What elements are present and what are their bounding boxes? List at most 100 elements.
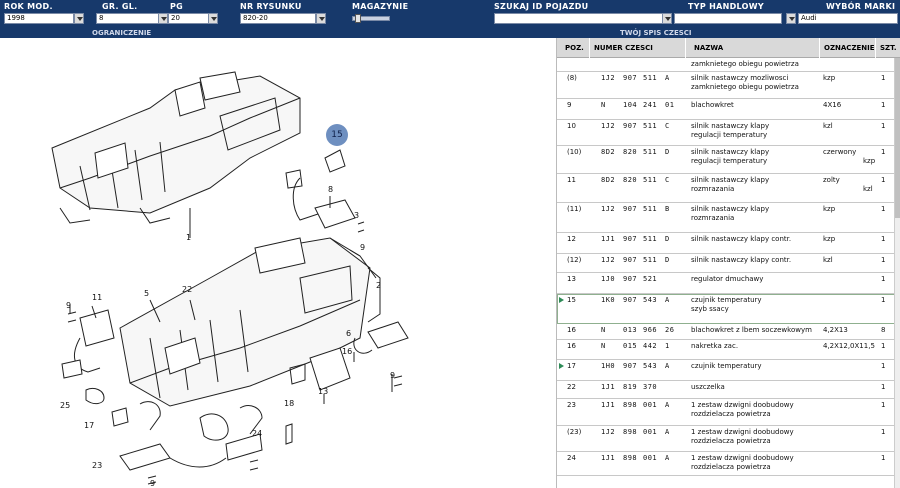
typ-handlowy-select[interactable] (674, 13, 782, 24)
cell-name: regulator dmuchawy (691, 275, 764, 283)
cell-poz: (12) (567, 256, 582, 264)
callout-9-upper[interactable]: 9 (360, 243, 366, 252)
callout-2[interactable]: 2 (376, 281, 382, 290)
callout-5[interactable]: 5 (144, 289, 150, 298)
filter-bar: ROK MOD. 1998 GR. GL. 8 PG 20 NR RYSUNKU… (0, 0, 900, 28)
cell-part-number: 442 (643, 342, 658, 350)
pg-select[interactable]: 20 (168, 13, 210, 24)
col-header-nazwa[interactable]: NAZWA (685, 38, 723, 58)
col-header-poz[interactable]: POZ. (565, 44, 584, 52)
cell-part-suffix: A (665, 296, 670, 304)
cell-poz: 9 (567, 101, 572, 109)
cell-part-number: 511 (643, 122, 658, 130)
callout-18[interactable]: 18 (284, 399, 295, 408)
callout-1[interactable]: 1 (186, 233, 192, 242)
cell-part-group: 820 (623, 148, 638, 156)
cell-part-number: 966 (643, 326, 658, 334)
cell-part-number: 511 (643, 256, 658, 264)
filter-nr-rysunku: NR RYSUNKU 820-20 (240, 0, 330, 28)
callout-23[interactable]: 23 (92, 461, 103, 470)
callout-11[interactable]: 11 (92, 293, 103, 302)
cell-part-group: 819 (623, 383, 638, 391)
cell-part-prefix: 1J1 (601, 454, 616, 462)
callout-6[interactable]: 6 (346, 329, 352, 338)
callout-3[interactable]: 3 (354, 211, 360, 220)
cell-part-group: 907 (623, 205, 638, 213)
scrollbar-thumb[interactable] (895, 58, 900, 218)
section-spis-czesci: TWÓJ SPIS CZESCI (620, 29, 692, 37)
callout-25[interactable]: 25 (60, 401, 71, 410)
col-header-szt[interactable]: SZT. (875, 38, 897, 58)
cell-name: 1 zestaw dzwigni doobudowy (691, 401, 794, 409)
cell-name: czujnik temperatury (691, 296, 762, 304)
slider-thumb[interactable] (355, 14, 361, 23)
table-row[interactable]: zamknietego obiegu powietrza (557, 58, 900, 72)
callout-24[interactable]: 24 (252, 429, 263, 438)
cell-part-group: 907 (623, 74, 638, 82)
callout-16[interactable]: 16 (342, 347, 353, 356)
chevron-down-icon[interactable] (158, 13, 168, 24)
cell-part-suffix: A (665, 362, 670, 370)
parts-table-header: POZ. NUMER CZESCI NAZWA OZNACZENIE SZT. (557, 38, 900, 58)
cell-part-number: 511 (643, 205, 658, 213)
callout-13[interactable]: 13 (318, 387, 329, 396)
wybor-marki-select[interactable]: Audi (798, 13, 898, 24)
cell-name: silnik nastawczy klapy (691, 122, 770, 130)
callout-22[interactable]: 22 (182, 285, 193, 294)
callout-9-bottom[interactable]: 9 (150, 479, 156, 488)
cell-name-line2: regulacji temperatury (691, 157, 768, 165)
cell-oznaczenie: kzp (823, 205, 836, 213)
callout-15-highlighted[interactable]: 15 (326, 124, 348, 146)
szukaj-input[interactable] (494, 13, 664, 24)
cell-oznaczenie: kzl (823, 256, 833, 264)
cell-name: silnik nastawczy klapy (691, 148, 770, 156)
cell-part-number: 543 (643, 296, 658, 304)
chevron-down-icon[interactable] (316, 13, 326, 24)
chevron-down-icon[interactable] (74, 13, 84, 24)
callout-17[interactable]: 17 (84, 421, 95, 430)
cell-name: uszczelka (691, 383, 725, 391)
gr-gl-select[interactable]: 8 (96, 13, 160, 24)
col-header-numer[interactable]: NUMER CZESCI (589, 38, 653, 58)
cell-name-line2: regulacji temperatury (691, 131, 768, 139)
callout-8[interactable]: 8 (328, 185, 334, 194)
cell-part-prefix: 1J1 (601, 235, 616, 243)
filter-pg: PG 20 (166, 0, 218, 28)
table-scrollbar[interactable] (894, 58, 900, 488)
chevron-down-icon[interactable] (208, 13, 218, 24)
filter-typ-handlowy: TYP HANDLOWY (662, 0, 788, 28)
magazynie-slider[interactable] (352, 14, 390, 23)
cell-name: silnik nastawczy klapy (691, 176, 770, 184)
chevron-down-icon[interactable] (786, 13, 796, 24)
cell-name: nakretka zac. (691, 342, 739, 350)
col-header-oznaczenie[interactable]: OZNACZENIE (819, 38, 875, 58)
chevron-down-icon[interactable] (662, 13, 672, 24)
cell-name: silnik nastawczy mozliwosci (691, 74, 789, 82)
diagram-drawing (51, 71, 409, 485)
nr-rysunku-select[interactable]: 820-20 (240, 13, 316, 24)
cell-part-number: 511 (643, 176, 658, 184)
filter-wybor-marki: WYBÓR MARKI Audi (786, 0, 900, 28)
rok-mod-select[interactable]: 1998 (4, 13, 74, 24)
callout-9-right[interactable]: 9 (390, 371, 396, 380)
callout-9-left[interactable]: 9 (66, 301, 72, 310)
filter-gr-gl-label: GR. GL. (102, 2, 138, 11)
cell-part-number: 370 (643, 383, 658, 391)
